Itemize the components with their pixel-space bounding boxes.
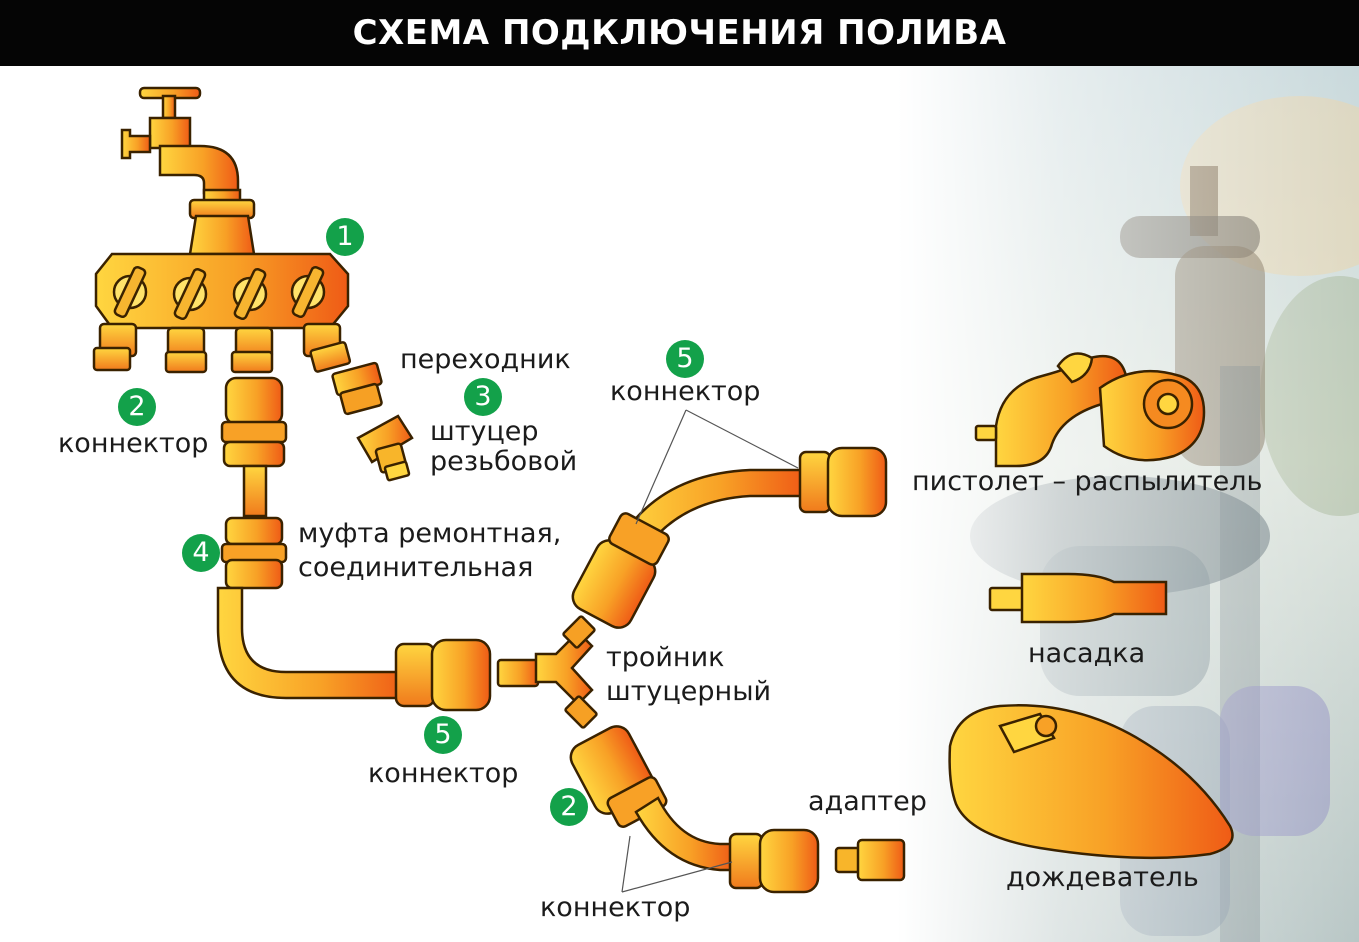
badge-1: 1	[326, 218, 364, 256]
threaded-union	[356, 414, 414, 482]
label-coupling-line2: соединительная	[298, 552, 534, 583]
tee-fitting	[496, 615, 598, 729]
label-sprinkler: дождеватель	[1006, 862, 1199, 893]
left-hose-assembly	[216, 376, 492, 712]
watering-scheme-diagram	[92, 86, 1234, 894]
label-connector-top: коннектор	[610, 376, 761, 407]
label-tee-line1: тройник	[606, 642, 725, 673]
badge-3: 3	[464, 378, 502, 416]
label-fitting-line2: резьбовой	[430, 446, 578, 477]
badge-2-bottom: 2	[550, 788, 588, 826]
label-connector-bottom: коннектор	[540, 892, 691, 923]
upper-branch-hose	[571, 446, 888, 629]
badge-4: 4	[182, 534, 220, 572]
label-connector-2: коннектор	[58, 428, 209, 459]
lower-branch-hose	[569, 725, 906, 894]
label-coupling-line1: муфта ремонтная,	[298, 518, 562, 549]
page-title: СХЕМА ПОДКЛЮЧЕНИЯ ПОЛИВА	[0, 0, 1359, 66]
badge-2-connector: 2	[118, 388, 156, 426]
label-adapter-perehodnik: переходник	[400, 344, 571, 375]
distributor-4way	[92, 198, 352, 374]
label-adapter: адаптер	[808, 786, 927, 817]
label-spray-gun: пистолет – распылитель	[912, 466, 1263, 497]
faucet	[120, 86, 242, 204]
badge-5-top: 5	[666, 340, 704, 378]
label-fitting-line1: штуцер	[430, 416, 539, 447]
badge-5-mid: 5	[424, 716, 462, 754]
label-nozzle: насадка	[1028, 638, 1146, 669]
spray-gun	[974, 352, 1206, 468]
pointer-lines	[621, 409, 799, 893]
adapter-fitting	[331, 361, 383, 416]
sprinkler	[948, 704, 1234, 860]
label-tee-line2: штуцерный	[606, 676, 772, 707]
label-connector-mid: коннектор	[368, 758, 519, 789]
nozzle	[988, 572, 1168, 624]
